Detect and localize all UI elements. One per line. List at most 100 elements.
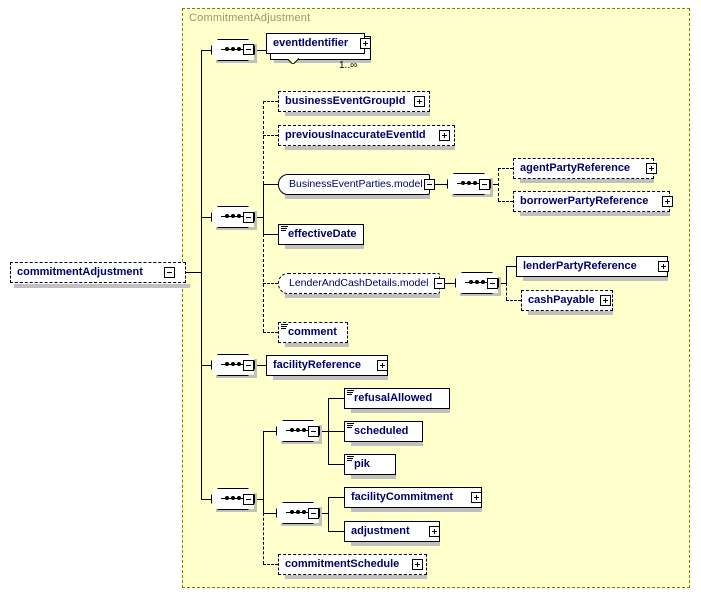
- model-group-business-event-parties[interactable]: BusinessEventParties.model: [278, 174, 430, 195]
- comment-shadow: [285, 343, 349, 347]
- facility-commitment-label: facilityCommitment: [351, 491, 454, 503]
- cash-payable-expander-plus[interactable]: [600, 295, 611, 306]
- connector-to-comment: [263, 332, 278, 333]
- connector-seq4-to-branch: [497, 283, 506, 284]
- sequence-4-expander-minus[interactable]: [487, 278, 498, 289]
- borrower-party-reference-expander-plus[interactable]: [662, 196, 673, 207]
- adjustment-label: adjustment: [351, 525, 410, 537]
- seq6-branch-line-mid: [263, 499, 264, 513]
- connector-seq5-to-facility-reference: [253, 365, 267, 366]
- connector-lacd-model-to-seq4: [444, 283, 456, 284]
- root-element-shadow: [14, 284, 190, 288]
- effective-date-shadow: [285, 245, 364, 249]
- element-scheduled[interactable]: scheduled: [344, 421, 423, 442]
- cash-payable-label: cashPayable: [528, 294, 595, 306]
- element-previous-inaccurate-event-id[interactable]: previousInaccurateEventId: [278, 125, 455, 146]
- element-adjustment[interactable]: adjustment: [344, 521, 440, 542]
- cash-payable-shadow: [528, 311, 613, 315]
- business-event-group-id-expander-plus[interactable]: [414, 96, 425, 107]
- seq8-branch-line: [328, 497, 329, 531]
- business-event-parties-model-shadow: [285, 195, 430, 199]
- previous-inaccurate-event-id-expander-plus[interactable]: [439, 130, 450, 141]
- refusal-allowed-simpletype-icon: [347, 390, 354, 396]
- lender-party-reference-label: lenderPartyReference: [523, 260, 637, 272]
- element-comment[interactable]: comment: [278, 322, 348, 343]
- pik-label: pik: [354, 458, 370, 470]
- main-trunk-line-lower: [201, 272, 202, 499]
- connector-trunk-to-seq5: [201, 365, 212, 366]
- connector-to-agent-party-reference: [498, 168, 513, 169]
- connector-trunk-to-seq1: [201, 50, 212, 51]
- element-cash-payable[interactable]: cashPayable: [521, 290, 613, 311]
- comment-simpletype-icon: [281, 324, 288, 330]
- sequence-1-expander-minus[interactable]: [243, 44, 254, 55]
- business-event-group-id-label: businessEventGroupId: [285, 95, 406, 107]
- seq6-branch-line-upper: [263, 431, 264, 499]
- pik-shadow: [351, 475, 396, 479]
- event-identifier-shadow: [274, 59, 371, 63]
- connector-to-business-event-parties-model: [263, 184, 278, 185]
- scheduled-label: scheduled: [354, 425, 409, 437]
- element-agent-party-reference[interactable]: agentPartyReference: [513, 158, 654, 179]
- connector-to-facility-commitment: [328, 497, 344, 498]
- element-refusal-allowed[interactable]: refusalAllowed: [344, 388, 450, 409]
- connector-seq6-to-branch: [253, 499, 264, 500]
- connector-to-effective-date: [263, 234, 278, 235]
- seq6-branch-line-lower: [263, 513, 264, 564]
- connector-to-lender-party-reference: [506, 266, 516, 267]
- element-lender-party-reference[interactable]: lenderPartyReference: [516, 256, 668, 277]
- sequence-3-expander-minus[interactable]: [479, 179, 490, 190]
- effective-date-label: effectiveDate: [288, 228, 357, 240]
- agent-party-reference-expander-plus[interactable]: [646, 163, 657, 174]
- element-borrower-party-reference[interactable]: borrowerPartyReference: [513, 191, 670, 212]
- commitment-schedule-label: commitmentSchedule: [285, 558, 400, 570]
- connector-to-cash-payable: [506, 300, 521, 301]
- agent-party-reference-label: agentPartyReference: [520, 162, 631, 174]
- business-event-parties-model-expander-minus[interactable]: [424, 179, 435, 190]
- business-event-parties-model-label: BusinessEventParties.model: [289, 178, 423, 190]
- comment-label: comment: [288, 326, 337, 338]
- element-facility-reference[interactable]: facilityReference: [266, 355, 388, 376]
- business-event-group-id-shadow: [285, 112, 430, 116]
- element-event-identifier[interactable]: eventIdentifier: [266, 33, 365, 54]
- connector-root-to-trunk: [175, 272, 201, 273]
- commitment-schedule-expander-plus[interactable]: [412, 559, 423, 570]
- sequence-2-expander-minus[interactable]: [243, 212, 254, 223]
- root-element-expander-minus[interactable]: [164, 267, 175, 278]
- refusal-allowed-label: refusalAllowed: [354, 392, 433, 404]
- facility-reference-label: facilityReference: [273, 359, 362, 371]
- seq4-branch-line-lower: [506, 283, 507, 300]
- connector-trunk-to-seq2: [201, 217, 212, 218]
- connector-to-commitment-schedule: [263, 564, 278, 565]
- connector-seq3-to-branch: [489, 184, 498, 185]
- connector-to-lender-and-cash-details-model: [263, 283, 278, 284]
- sequence-5-expander-minus[interactable]: [243, 360, 254, 371]
- adjustment-expander-plus[interactable]: [429, 526, 440, 537]
- element-commitment-schedule[interactable]: commitmentSchedule: [278, 554, 427, 575]
- event-identifier-label: eventIdentifier: [273, 37, 349, 49]
- facility-reference-expander-plus[interactable]: [377, 360, 388, 371]
- element-effective-date[interactable]: effectiveDate: [278, 224, 364, 245]
- element-facility-commitment[interactable]: facilityCommitment: [344, 487, 482, 508]
- pik-simpletype-icon: [347, 456, 354, 462]
- borrower-party-reference-shadow: [520, 212, 670, 216]
- sequence-6-expander-minus[interactable]: [243, 494, 254, 505]
- lender-party-reference-expander-plus[interactable]: [658, 261, 669, 272]
- sequence-8-expander-minus[interactable]: [308, 508, 319, 519]
- effective-date-simpletype-icon: [281, 226, 288, 232]
- connector-to-refusal-allowed: [328, 398, 344, 399]
- event-identifier-expander-plus[interactable]: [360, 38, 371, 49]
- element-business-event-group-id[interactable]: businessEventGroupId: [278, 91, 430, 112]
- adjustment-shadow: [351, 542, 440, 546]
- lender-and-cash-details-model-label: LenderAndCashDetails.model: [289, 277, 429, 289]
- facility-commitment-expander-plus[interactable]: [471, 492, 482, 503]
- element-pik[interactable]: pik: [344, 454, 396, 475]
- lender-and-cash-details-model-expander-minus[interactable]: [434, 278, 445, 289]
- seq2-branch-line-upper: [263, 101, 264, 184]
- root-element-commitment-adjustment[interactable]: commitmentAdjustment: [10, 262, 186, 283]
- model-group-lender-and-cash-details[interactable]: LenderAndCashDetails.model: [278, 273, 440, 294]
- seq3-branch-line: [498, 168, 499, 201]
- sequence-7-expander-minus[interactable]: [308, 426, 319, 437]
- root-element-label: commitmentAdjustment: [17, 266, 143, 278]
